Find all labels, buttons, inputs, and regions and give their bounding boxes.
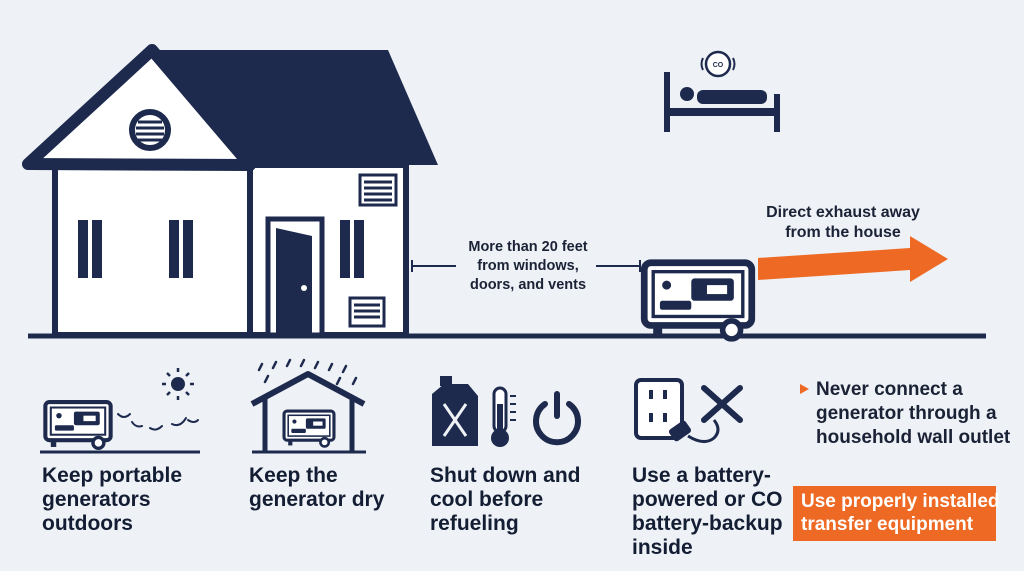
wall-vent-icon [358,173,398,207]
exhaust-arrow-icon [758,236,948,282]
distance-bracket [411,260,641,272]
fuel-can-icon [432,376,478,446]
co-alarm-icon: CO [700,50,736,78]
transfer-equipment-box: Use properly installed transfer equipmen… [793,486,1000,541]
attic-vent-icon [129,109,171,151]
distance-note-line: More than 20 feet [468,239,588,255]
distance-note-line: doors, and vents [469,277,587,293]
wall-vent-icon [348,296,386,328]
sun-icon [162,368,194,400]
tip-refuel-caption: Shut down and cool before refueling [430,464,581,535]
house-icon [22,44,438,338]
power-icon [533,391,581,446]
warning-bullet-icon [800,384,809,394]
tip-co-alarm-caption: Use a battery- powered or CO battery-bac… [632,464,783,559]
distance-note-line: from windows, [477,258,579,274]
warning-note: Never connect a generator through a hous… [816,379,1011,448]
window [340,220,350,278]
thermometer-icon [491,386,516,447]
tip-outdoors-caption: Keep portable generators outdoors [42,464,183,535]
tip-outdoors-icon [40,402,200,454]
door-icon [265,216,325,338]
distance-note: More than 20 feet from windows, doors, a… [448,238,608,295]
window [78,220,88,278]
wall-outlet-icon [634,378,684,440]
plug-icon [668,419,720,443]
tip-dry-icon [250,371,366,454]
tip-dry-caption: Keep the generator dry [249,464,385,511]
window [169,220,179,278]
generator-icon [644,263,752,339]
exhaust-note-line: from the house [785,224,901,241]
exhaust-note: Direct exhaust away from the house [748,203,938,243]
cross-icon [701,385,743,423]
co-alarm-label: CO [713,62,724,69]
exhaust-note-line: Direct exhaust away [766,204,920,221]
bed-icon [664,72,780,132]
rain-icon [257,358,358,386]
